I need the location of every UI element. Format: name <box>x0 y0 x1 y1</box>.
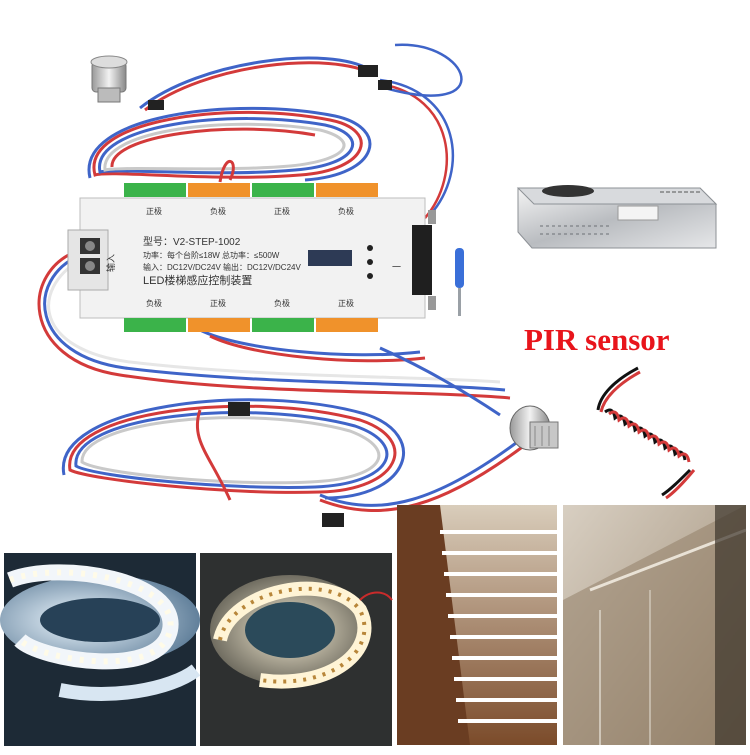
stair-light-tread <box>446 593 557 597</box>
stair-light-tread <box>450 635 557 639</box>
connector <box>228 402 250 416</box>
stair-light-tread <box>456 698 557 702</box>
upper-wire-coil <box>87 56 376 183</box>
stair-light-tread <box>458 719 557 723</box>
right-side-label: 一 <box>392 262 401 272</box>
stair-light-tread <box>452 656 557 660</box>
led-strip-photo-2 <box>200 553 393 746</box>
bottom-label-2: 正极 <box>210 298 226 308</box>
bottom-label-1: 负极 <box>146 298 162 308</box>
lower-motion-sensor <box>509 405 559 451</box>
bottom-label-4: 正极 <box>338 298 354 308</box>
screwdriver <box>455 248 464 316</box>
top-label-1: 正极 <box>146 206 162 216</box>
stair-light-tread <box>444 572 557 576</box>
pir-coiled-cable <box>596 366 696 500</box>
stair-light-tread <box>442 551 557 555</box>
stair-light-tread <box>448 614 557 618</box>
top-label-4: 负极 <box>338 206 354 216</box>
pir-sensor-label: PIR sensor <box>524 322 670 357</box>
upper-motion-sensor <box>90 55 128 103</box>
io-text: 输入：DC12V/DC24V 输出：DC12V/DC24V <box>143 262 301 272</box>
top-label-2: 负极 <box>210 206 226 216</box>
stair-light-controller <box>67 183 436 332</box>
connector <box>148 100 164 110</box>
bottom-label-3: 负极 <box>274 298 290 308</box>
connector <box>378 80 392 90</box>
controller-output-wires <box>37 248 511 417</box>
input-label: 输入 <box>105 254 116 272</box>
connector <box>358 65 378 77</box>
model-text: 型号：V2-STEP-1002 <box>143 235 241 248</box>
stair-lighting-photo <box>397 505 557 745</box>
connector <box>322 513 344 527</box>
led-strip-photo-1 <box>0 553 201 746</box>
stair-light-tread <box>440 530 557 534</box>
power-supply <box>516 185 718 249</box>
top-label-3: 正极 <box>274 206 290 216</box>
upper-right-wires <box>379 43 463 219</box>
lower-wire-coil <box>62 398 526 512</box>
stair-light-tread <box>454 677 557 681</box>
controller-name-text: LED楼梯感应控制装置 <box>143 273 252 287</box>
power-text: 功率：每个台阶≤18W 总功率：≤500W <box>143 250 280 260</box>
glass-staircase-photo <box>563 505 747 745</box>
